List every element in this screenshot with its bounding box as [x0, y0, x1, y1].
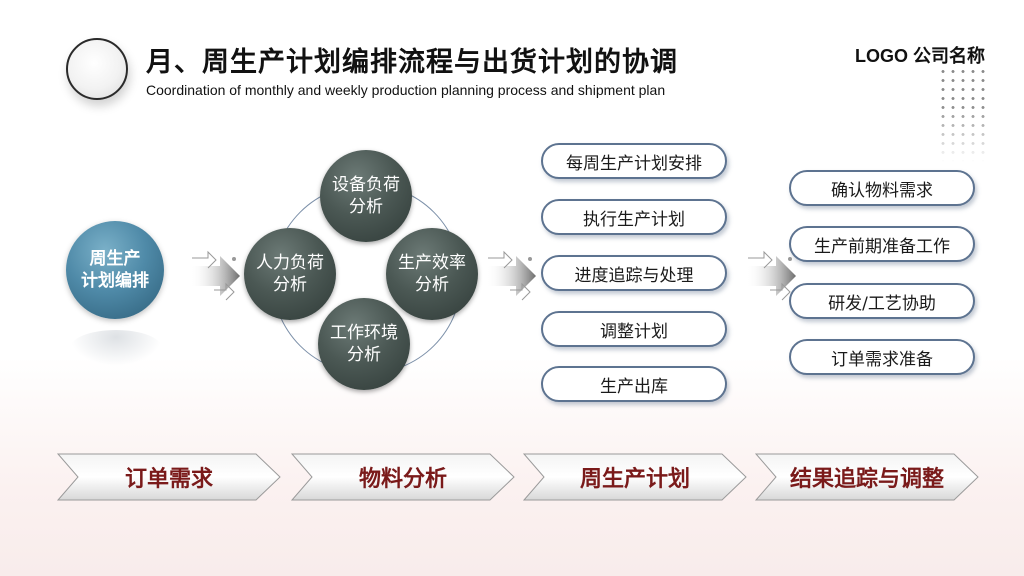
prep-step-item: 生产前期准备工作	[789, 226, 975, 262]
process-step-label: 订单需求	[124, 467, 213, 492]
analysis-node-line1: 设备负荷	[332, 175, 400, 195]
process-step-chevron: 周生产计划	[522, 452, 748, 502]
dot-grid-decoration	[938, 67, 988, 162]
start-node-line1: 周生产	[89, 249, 141, 269]
analysis-node-line2: 分析	[349, 197, 383, 217]
weekly-step-label: 生产出库	[600, 376, 668, 397]
prep-step-item: 确认物料需求	[789, 170, 975, 206]
start-node-weekly-planning: 周生产 计划编排	[66, 221, 164, 319]
flow-arrow-icon	[190, 250, 240, 301]
company-logo: LOGO 公司名称	[855, 46, 985, 66]
analysis-node-equipment-load: 设备负荷 分析	[320, 150, 412, 242]
weekly-step-item: 生产出库	[541, 366, 727, 402]
process-step-chevron: 订单需求	[56, 452, 282, 502]
analysis-node-labor-load: 人力负荷 分析	[244, 228, 336, 320]
flow-arrow-icon	[746, 250, 796, 301]
decorative-ring-icon	[66, 38, 128, 100]
prep-step-item: 研发/工艺协助	[789, 283, 975, 319]
process-step-label: 物料分析	[358, 467, 447, 492]
chevron-shape-icon	[56, 453, 281, 501]
analysis-node-line2: 分析	[347, 345, 381, 365]
process-step-label: 结果追踪与调整	[789, 467, 944, 492]
weekly-step-item: 每周生产计划安排	[541, 143, 727, 179]
prep-step-label: 确认物料需求	[831, 180, 933, 201]
page-subtitle: Coordination of monthly and weekly produ…	[146, 82, 666, 98]
prep-step-label: 生产前期准备工作	[814, 236, 950, 257]
chevron-shape-icon	[522, 453, 747, 501]
start-node-line2: 计划编排	[81, 271, 149, 291]
weekly-step-label: 进度追踪与处理	[574, 265, 694, 286]
weekly-step-label: 每周生产计划安排	[566, 153, 702, 174]
analysis-node-line1: 生产效率	[398, 253, 466, 273]
analysis-node-production-efficiency: 生产效率 分析	[386, 228, 478, 320]
analysis-node-line1: 工作环境	[330, 323, 398, 343]
prep-step-label: 研发/工艺协助	[828, 293, 936, 314]
analysis-node-line1: 人力负荷	[256, 253, 324, 273]
start-node-reflection	[70, 330, 162, 366]
chevron-shape-icon	[290, 453, 515, 501]
weekly-step-label: 调整计划	[600, 321, 668, 342]
weekly-step-item: 进度追踪与处理	[541, 255, 727, 291]
process-step-chevron: 结果追踪与调整	[754, 452, 980, 502]
weekly-step-label: 执行生产计划	[583, 209, 685, 230]
weekly-step-item: 执行生产计划	[541, 199, 727, 235]
process-step-chevron: 物料分析	[290, 452, 516, 502]
weekly-step-item: 调整计划	[541, 311, 727, 347]
chevron-shape-icon	[754, 453, 979, 501]
flow-arrow-icon	[486, 250, 536, 301]
analysis-node-work-environment: 工作环境 分析	[318, 298, 410, 390]
process-step-label: 周生产计划	[579, 467, 690, 492]
analysis-node-line2: 分析	[273, 275, 307, 295]
page-title: 月、周生产计划编排流程与出货计划的协调	[146, 47, 678, 78]
prep-step-label: 订单需求准备	[831, 349, 933, 370]
analysis-node-line2: 分析	[415, 275, 449, 295]
prep-step-item: 订单需求准备	[789, 339, 975, 375]
